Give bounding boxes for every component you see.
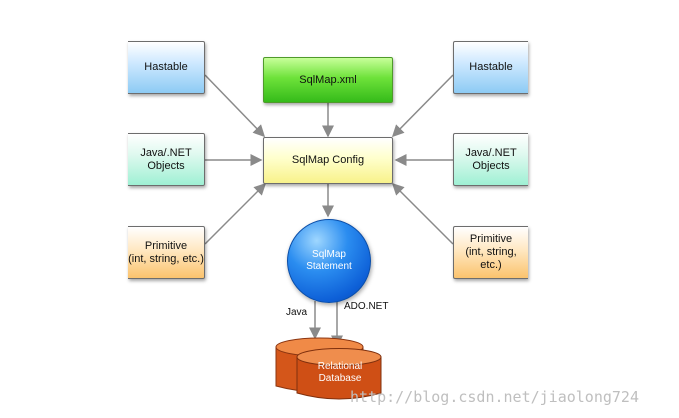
sqlmap-statement-node: SqlMap Statement <box>287 219 371 303</box>
primitive-left-node: Primitive (int, string, etc.) <box>128 226 205 279</box>
relational-database-cylinder-front <box>296 348 382 400</box>
java-edge-label: Java <box>286 307 308 318</box>
java-net-objects-left-node: Java/.NET Objects <box>128 133 205 186</box>
sqlmap-xml-node: SqlMap.xml <box>263 57 393 103</box>
hastable-right-node: Hastable <box>453 41 528 94</box>
source-watermark: http://blog.csdn.net/jiaolong724 <box>350 388 639 406</box>
arrow-hastable-left-to-config <box>204 74 266 138</box>
relational-database-label: Relational Database <box>317 361 363 384</box>
primitive-right-node: Primitive (int, string, etc.) <box>453 226 528 279</box>
arrow-hastable-right-to-config <box>391 74 454 138</box>
hastable-left-node: Hastable <box>128 41 205 94</box>
sqlmap-config-node: SqlMap Config <box>263 137 393 184</box>
java-net-objects-right-node: Java/.NET Objects <box>453 133 528 186</box>
arrow-primitive-left-to-config <box>204 182 267 245</box>
ado-net-edge-label: ADO.NET <box>344 301 389 312</box>
arrow-primitive-right-to-config <box>391 182 454 245</box>
